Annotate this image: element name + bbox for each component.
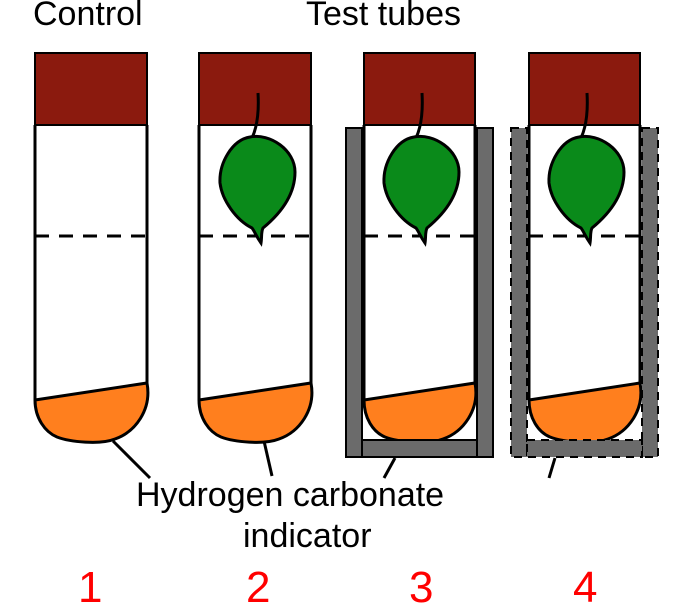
tube-3: [345, 52, 494, 479]
leaf-stem-4: [579, 92, 589, 139]
tube-body-4: [527, 125, 642, 400]
tube-number-3: 3: [409, 563, 434, 612]
test-tubes-label: Test tubes: [306, 0, 461, 33]
sleeve-right-3: [476, 127, 494, 458]
pointer-line-3: [382, 457, 397, 479]
control-label: Control: [33, 0, 143, 33]
tube-number-2: 2: [246, 563, 271, 612]
stopper-4: [528, 52, 641, 126]
leaf-4: [547, 134, 626, 247]
leaf-2: [218, 134, 297, 247]
sleeve-left-4: [510, 127, 528, 458]
leaf-stem-3: [414, 92, 424, 139]
indicator-liquid-2: [197, 381, 314, 444]
indicator-liquid-3: [362, 381, 478, 444]
sleeve-bottom-3: [361, 439, 478, 458]
tube-body-3: [362, 125, 477, 400]
indicator-liquid-4: [527, 381, 643, 444]
indicator-liquid-1: [33, 381, 150, 444]
stopper-1: [34, 52, 148, 126]
pointer-line-2: [262, 440, 274, 477]
sleeve-left-3: [345, 127, 363, 458]
tube-body-1: [33, 125, 149, 400]
tube-body-2: [197, 125, 313, 400]
sleeve-bottom-4: [526, 439, 643, 458]
sleeve-right-4: [641, 127, 659, 458]
stopper-3: [363, 52, 476, 126]
stopper-2: [198, 52, 312, 126]
leaf-3: [382, 134, 461, 247]
indicator-label-line1: Hydrogen carbonate: [136, 476, 445, 514]
indicator-label-line2: indicator: [243, 517, 372, 555]
pointer-line-1: [111, 439, 152, 480]
pointer-line-4: [547, 457, 557, 479]
tube-number-4: 4: [573, 563, 598, 612]
tube-number-1: 1: [78, 563, 103, 612]
tube-2: [197, 52, 314, 477]
tube-1: [33, 52, 152, 480]
leaf-stem-2: [250, 92, 260, 139]
tube-4: [510, 52, 659, 479]
